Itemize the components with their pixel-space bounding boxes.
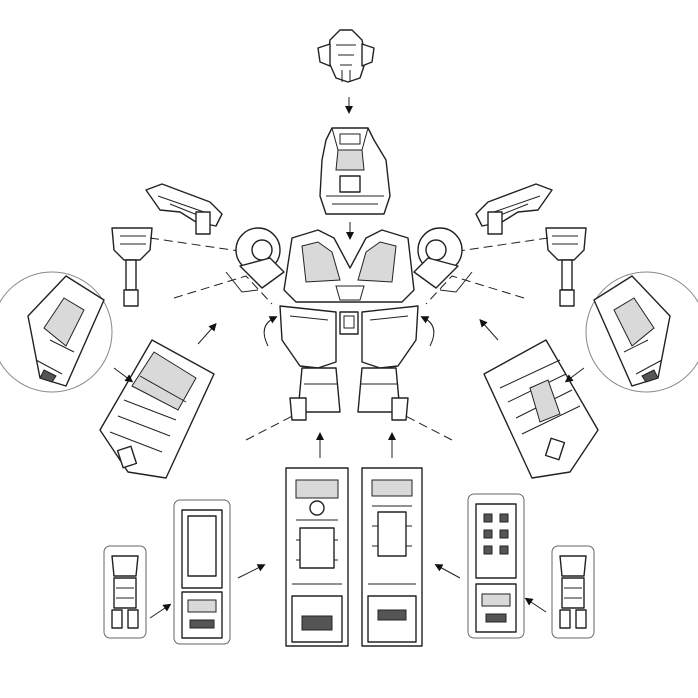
right-arm-vehicle (483, 339, 599, 479)
left-shoulder-cannon (145, 183, 223, 235)
arrow-diagonal-icon (237, 564, 266, 579)
left-small-truck (173, 499, 231, 645)
left-car-detail (0, 271, 113, 393)
left-arm-vehicle (99, 339, 215, 479)
curved-arrow-icon (420, 316, 435, 347)
right-small-truck (467, 493, 525, 639)
arrow-diagonal-icon (197, 323, 217, 345)
arrow-diagonal-icon (113, 367, 134, 383)
arrow-diagonal-icon (149, 603, 172, 619)
chest-torso (279, 229, 419, 421)
right-shoulder-joint (413, 227, 473, 293)
arrow-diagonal-icon (524, 597, 547, 613)
head-crest (317, 29, 375, 83)
left-leg-truck (285, 467, 349, 647)
arrow-diagonal-icon (434, 564, 461, 579)
left-small-bot (103, 545, 147, 639)
head (319, 127, 391, 215)
arrow-diagonal-icon (479, 319, 499, 341)
right-small-bot (551, 545, 595, 639)
left-fist (111, 227, 153, 307)
arrow-diagonal-icon (564, 367, 585, 383)
curved-arrow-icon (263, 316, 278, 347)
left-shoulder-joint (225, 227, 285, 293)
right-shoulder-cannon (475, 183, 553, 235)
right-leg-truck (361, 467, 423, 647)
right-fist (545, 227, 587, 307)
right-car-detail (585, 271, 698, 393)
